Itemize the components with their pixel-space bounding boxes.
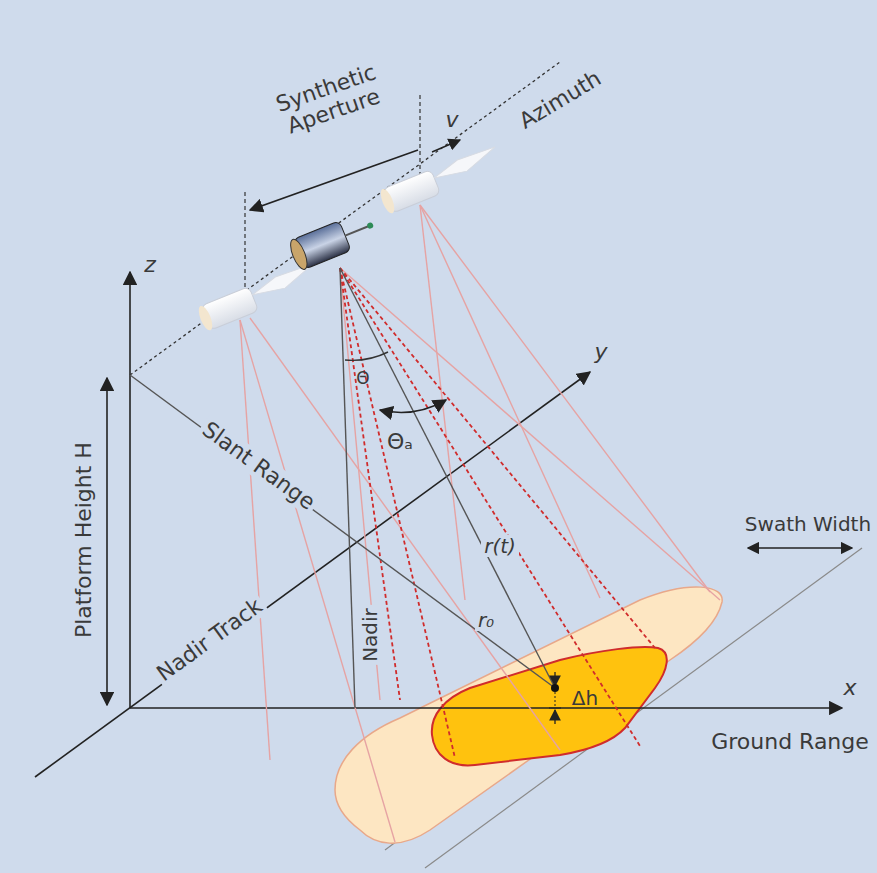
antenna-footprint — [432, 647, 667, 765]
swath-width-arrow — [748, 547, 852, 548]
axis-label: y — [594, 340, 607, 364]
dh-arrow — [554, 672, 555, 686]
range-label: r₀ — [475, 609, 497, 631]
satellite — [287, 210, 379, 272]
swath-width-label: Swath Width — [745, 513, 871, 535]
aperture-label: Synthetic Aperture — [256, 54, 404, 145]
velocity-label: v — [445, 108, 458, 132]
height-arrow — [106, 378, 108, 705]
nadir-track-label: Nadir Track — [150, 592, 269, 688]
range-line — [340, 268, 555, 688]
nadir-label: Nadir — [359, 605, 381, 665]
point-target — [551, 684, 559, 692]
dh-base — [549, 707, 561, 708]
velocity-arrow — [432, 140, 460, 152]
direction-label: Azimuth — [515, 66, 605, 133]
height-label: Platform Height H — [72, 442, 96, 638]
swath-footprint — [335, 587, 722, 843]
nadir-line — [340, 268, 355, 708]
z-axis — [129, 272, 131, 708]
dh-label: Δh — [572, 687, 598, 709]
slant-range-line — [130, 375, 555, 688]
look-angle-arc — [345, 352, 388, 360]
beam-angle-arc — [380, 400, 446, 412]
satellite-ghost — [378, 144, 504, 215]
axis-label: x — [843, 676, 856, 700]
angle-label: Θ — [356, 369, 369, 388]
satellite-ghost — [196, 261, 322, 332]
main-beam — [340, 268, 655, 758]
range-label: r(t) — [481, 535, 519, 557]
x-axis — [130, 707, 842, 709]
dh-arrow — [554, 710, 555, 724]
slant-range-label: Slant Range — [195, 415, 322, 516]
axis-label: z — [144, 253, 156, 277]
ground-range-label: Ground Range — [711, 730, 869, 754]
angle-label: Θₐ — [387, 430, 413, 454]
y-axis — [35, 372, 590, 777]
beam-lines — [240, 205, 720, 842]
